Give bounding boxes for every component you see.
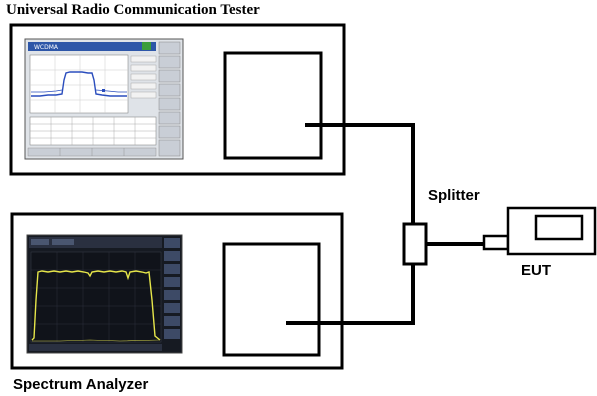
tester-plot-area <box>29 54 129 114</box>
tester-screen: WCDMA <box>24 38 184 160</box>
tester-screen-header <box>28 42 156 51</box>
eut-connector <box>482 234 510 251</box>
analyzer-port-box <box>222 242 321 357</box>
splitter-label: Splitter <box>428 187 480 204</box>
eut-label: EUT <box>521 262 551 279</box>
tester-screen-title: WCDMA <box>34 44 59 51</box>
tester-trace <box>31 71 127 97</box>
tester-results-table <box>29 116 157 146</box>
tester-softkeys <box>158 41 181 157</box>
tester-port-box <box>223 51 323 160</box>
cable-tester-to-splitter <box>305 123 415 225</box>
analyzer-frame <box>10 212 344 370</box>
analyzer-screen <box>26 234 183 354</box>
eut-screen <box>534 214 584 241</box>
cable-analyzer-to-splitter <box>286 265 415 325</box>
spectrum-analyzer-label: Spectrum Analyzer <box>13 376 149 393</box>
tester-label: Universal Radio Communication Tester <box>6 2 260 18</box>
analyzer-plot-area <box>30 251 162 343</box>
analyzer-softkeys <box>164 238 180 339</box>
tester-frame <box>9 23 346 176</box>
splitter-box <box>402 222 428 266</box>
analyzer-trace <box>31 270 161 341</box>
